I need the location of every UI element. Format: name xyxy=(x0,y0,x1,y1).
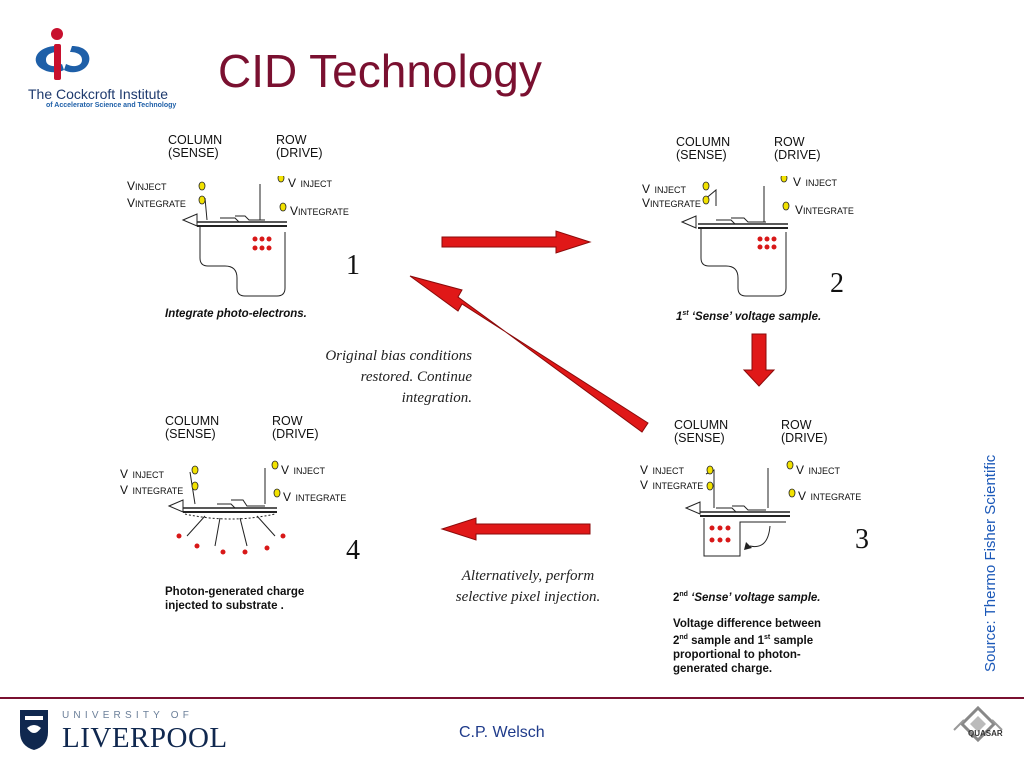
panel4-row-label: ROW(DRIVE) xyxy=(272,414,319,441)
panel4-step-number: 4 xyxy=(346,535,360,566)
panel1-column-label: COLUMN(SENSE) xyxy=(168,133,223,160)
footer-divider xyxy=(0,697,1024,699)
quasar-text: QUASAR xyxy=(968,729,1003,738)
panel4-v-inject-right: V INJECT xyxy=(281,463,325,477)
panel2-v-integrate-left: VINTEGRATE xyxy=(642,196,701,210)
panel2-column-label: COLUMN(SENSE) xyxy=(676,135,731,162)
footer-author: C.P. Welsch xyxy=(459,724,545,741)
panel2-pixel-diagram xyxy=(680,176,790,297)
panel4-v-inject-left: V INJECT xyxy=(120,467,164,481)
flow-arrows xyxy=(409,230,776,541)
panel3-step-number: 3 xyxy=(855,524,869,555)
panel3-v-integrate-left: V INTEGRATE xyxy=(640,478,704,492)
panel3-v-inject-right: V INJECT xyxy=(796,463,840,477)
arrow-3-to-1-icon xyxy=(409,275,649,433)
liverpool-crest-icon xyxy=(20,710,48,750)
panel1-v-inject-right: V INJECT xyxy=(288,176,332,190)
panel3-v-inject-left: V INJECT xyxy=(640,463,684,477)
panel1-pixel-diagram xyxy=(181,176,287,297)
panel3-row-label: ROW(DRIVE) xyxy=(781,418,828,445)
panel2-v-inject-right: V INJECT xyxy=(793,175,837,189)
logo-dot-icon xyxy=(51,28,63,40)
quasar-logo-icon xyxy=(953,706,1003,743)
panel1-step-number: 1 xyxy=(346,250,360,281)
panel3-column-label: COLUMN(SENSE) xyxy=(674,418,729,445)
logo-subtitle: of Accelerator Science and Technology xyxy=(46,102,177,109)
page-title: CID Technology xyxy=(218,45,542,97)
logo-name: The Cockcroft Institute xyxy=(28,86,169,102)
panel3-v-integrate-right: V INTEGRATE xyxy=(798,489,862,503)
panel3-detail: Voltage difference between 2nd sample an… xyxy=(673,618,822,675)
arrow-2-to-3-icon xyxy=(742,333,776,387)
panel1-caption: Integrate photo-electrons. xyxy=(165,308,307,320)
panel2-v-integrate-right: VINTEGRATE xyxy=(795,203,854,217)
panel1-v-integrate-right: VINTEGRATE xyxy=(290,204,349,218)
panel3-pixel-diagram xyxy=(684,460,796,557)
panel4-pixel-diagram xyxy=(167,460,286,555)
cockcroft-logo xyxy=(35,28,90,80)
panel4-v-integrate-right: V INTEGRATE xyxy=(283,490,347,504)
university-name: LIVERPOOL xyxy=(62,722,228,754)
arrow-1-to-2-icon xyxy=(441,230,592,254)
note-restore: Original bias conditions restored. Conti… xyxy=(325,348,472,406)
panel4-v-integrate-left: V INTEGRATE xyxy=(120,483,184,497)
note-alternative: Alternatively, perform selective pixel i… xyxy=(455,568,601,605)
panel2-caption: 1st ‘Sense’ voltage sample. xyxy=(676,310,822,323)
arrow-3-to-4-icon xyxy=(440,517,591,541)
panel1-row-label: ROW(DRIVE) xyxy=(276,133,323,160)
panel4-column-label: COLUMN(SENSE) xyxy=(165,414,220,441)
panel4-caption: Photon-generated charge injected to subs… xyxy=(165,586,305,612)
source-credit: Source: Thermo Fisher Scientific xyxy=(982,454,999,672)
panel2-row-label: ROW(DRIVE) xyxy=(774,135,821,162)
logo-right-arc-icon xyxy=(64,46,90,73)
panel2-v-inject-left: V INJECT xyxy=(642,182,686,196)
panel3-caption: 2nd ‘Sense’ voltage sample. xyxy=(673,591,821,604)
university-top-text: UNIVERSITY OF xyxy=(62,710,194,721)
logo-left-arc-icon xyxy=(35,46,64,73)
panel1-v-inject-left: VINJECT xyxy=(127,179,167,193)
panel2-step-number: 2 xyxy=(830,268,844,299)
panel1-v-integrate-left: VINTEGRATE xyxy=(127,196,186,210)
